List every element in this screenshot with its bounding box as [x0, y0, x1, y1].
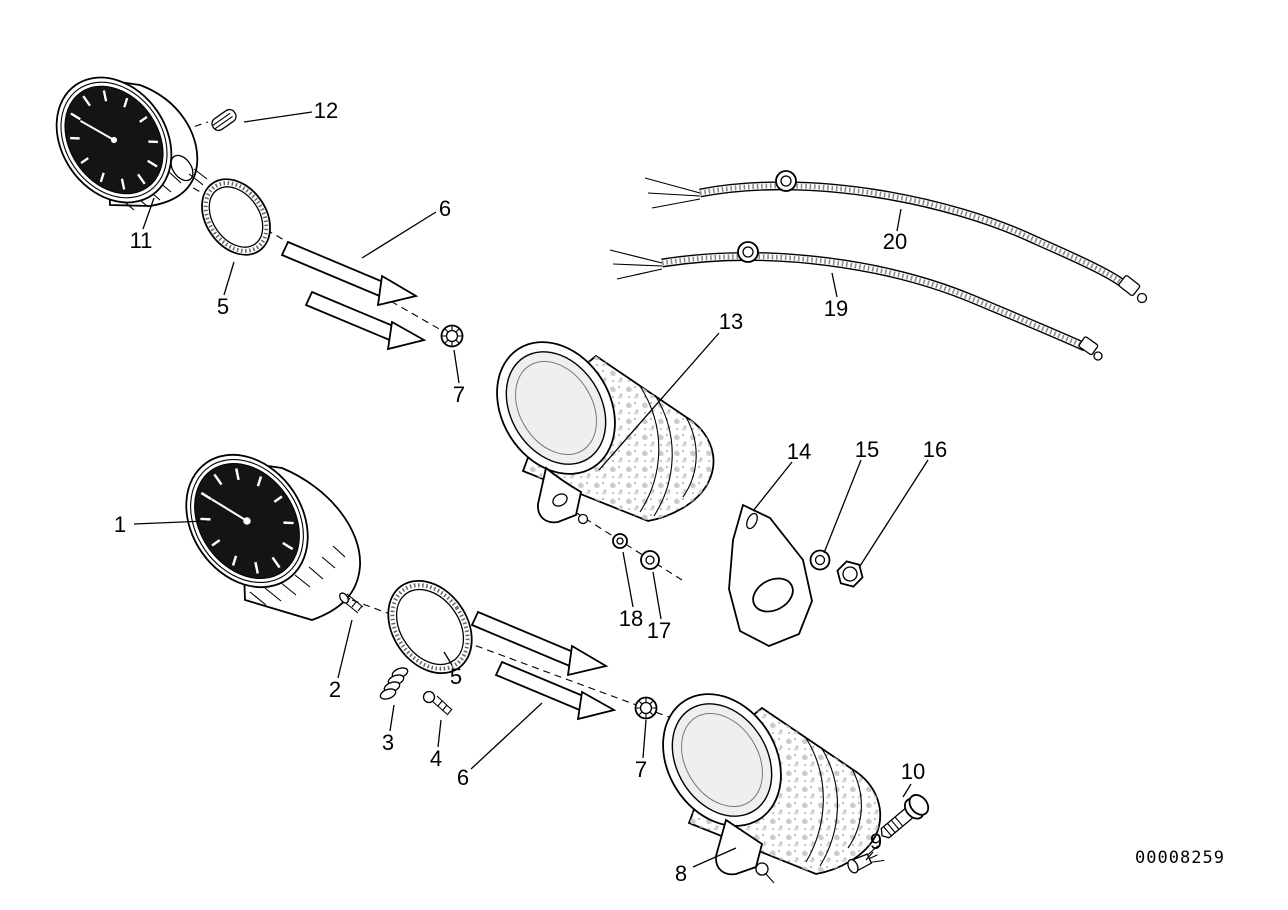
part-17-washer: [640, 550, 660, 570]
part-18-washer: [612, 533, 628, 549]
part-5-oring-lower: [387, 579, 473, 675]
part-6-bracket-lower: [470, 610, 617, 721]
part-label-7-lower[interactable]: 7: [635, 757, 647, 782]
part-10-screw: [880, 794, 930, 839]
part-5-oring-upper: [201, 178, 271, 256]
part-label-6-lower[interactable]: 6: [457, 765, 469, 790]
part-7-nut-lower: [634, 696, 658, 720]
part-3-spring: [379, 667, 409, 700]
part-9-bulb: [847, 845, 885, 874]
part-label-11[interactable]: 11: [130, 228, 153, 253]
part-label-4[interactable]: 4: [430, 746, 442, 771]
part-label-17[interactable]: 17: [647, 618, 671, 643]
part-label-14[interactable]: 14: [787, 439, 811, 464]
part-20-cable: [644, 170, 1148, 304]
leader-lines: [133, 111, 929, 868]
part-label-7-upper[interactable]: 7: [453, 382, 465, 407]
part-13-housing: [496, 341, 715, 525]
part-6-bracket-upper: [280, 240, 427, 351]
part-label-19[interactable]: 19: [824, 296, 848, 321]
part-7-nut-upper: [440, 324, 464, 348]
part-label-5-upper[interactable]: 5: [217, 294, 229, 319]
part-label-13[interactable]: 13: [719, 309, 743, 334]
part-label-20[interactable]: 20: [883, 229, 907, 254]
part-label-9[interactable]: 9: [870, 829, 882, 854]
part-12-clip: [211, 108, 237, 132]
part-label-16[interactable]: 16: [923, 437, 947, 462]
part-1-gauge: [178, 448, 361, 621]
part-label-3[interactable]: 3: [382, 730, 394, 755]
part-label-1[interactable]: 1: [114, 512, 126, 537]
part-label-12[interactable]: 12: [314, 98, 338, 123]
part-label-5-lower[interactable]: 5: [450, 664, 462, 689]
part-label-6-upper[interactable]: 6: [439, 196, 451, 221]
part-label-10[interactable]: 10: [901, 759, 925, 784]
part-label-15[interactable]: 15: [855, 437, 879, 462]
part-label-2[interactable]: 2: [329, 677, 341, 702]
part-19-cable: [609, 241, 1103, 361]
drawing-code: 00008259: [1135, 848, 1225, 868]
part-label-8[interactable]: 8: [675, 861, 687, 886]
part-11-gauge: [49, 71, 208, 211]
part-8-housing: [662, 693, 882, 884]
part-15-washer: [809, 549, 831, 571]
part-14-bracket-plate: [728, 503, 813, 647]
part-label-18[interactable]: 18: [619, 606, 643, 631]
part-16-nut: [836, 560, 864, 588]
callouts: 12 6 11 5 7 13 20 19 14 15 16 1 2 3 4 5 …: [114, 98, 947, 886]
part-2-stud: [339, 592, 364, 614]
part-4-bolt: [422, 690, 453, 716]
gauge-body-hatching: [249, 545, 346, 606]
